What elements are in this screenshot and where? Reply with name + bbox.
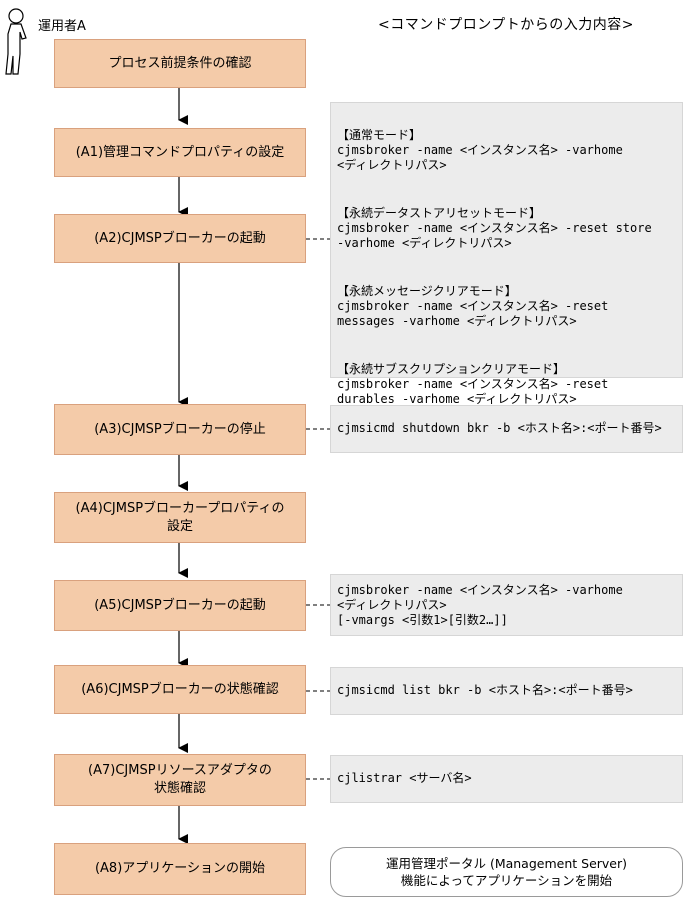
step-a5: (A5)CJMSPブローカーの起動 — [54, 580, 306, 631]
step-a2: (A2)CJMSPブローカーの起動 — [54, 214, 306, 263]
step-a7: (A7)CJMSPリソースアダプタの 状態確認 — [54, 754, 306, 806]
step-a8: (A8)アプリケーションの開始 — [54, 843, 306, 895]
command-box-a2: 【通常モード】 cjmsbroker -name <インスタンス名> -varh… — [330, 102, 683, 406]
command-message-clear-mode: 【永続メッセージクリアモード】 cjmsbroker -name <インスタンス… — [337, 284, 609, 328]
actor-label: 運用者A — [38, 19, 86, 34]
person-icon — [5, 8, 27, 75]
step-a1: (A1)管理コマンドプロパティの設定 — [54, 128, 306, 177]
command-box-a7: cjlistrar <サーバ名> — [330, 755, 683, 803]
command-store-reset-mode: 【永続データストアリセットモード】 cjmsbroker -name <インスタ… — [337, 206, 652, 250]
step-a6: (A6)CJMSPブローカーの状態確認 — [54, 665, 306, 714]
step-prerequisites: プロセス前提条件の確認 — [54, 39, 306, 88]
command-box-a6: cjmsicmd list bkr -b <ホスト名>:<ポート番号> — [330, 667, 683, 715]
command-normal-mode: 【通常モード】 cjmsbroker -name <インスタンス名> -varh… — [337, 128, 623, 172]
step-a4: (A4)CJMSPブローカープロパティの 設定 — [54, 492, 306, 543]
command-header: <コマンドプロンプトからの入力内容> — [378, 17, 635, 33]
step-a3: (A3)CJMSPブローカーの停止 — [54, 404, 306, 455]
command-box-a5: cjmsbroker -name <インスタンス名> -varhome <ディレ… — [330, 574, 683, 636]
command-box-a3: cjmsicmd shutdown bkr -b <ホスト名>:<ポート番号> — [330, 405, 683, 453]
command-durable-clear-mode: 【永続サブスクリプションクリアモード】 cjmsbroker -name <イン… — [337, 362, 609, 406]
management-portal-note: 運用管理ポータル (Management Server) 機能によってアプリケー… — [330, 847, 683, 897]
